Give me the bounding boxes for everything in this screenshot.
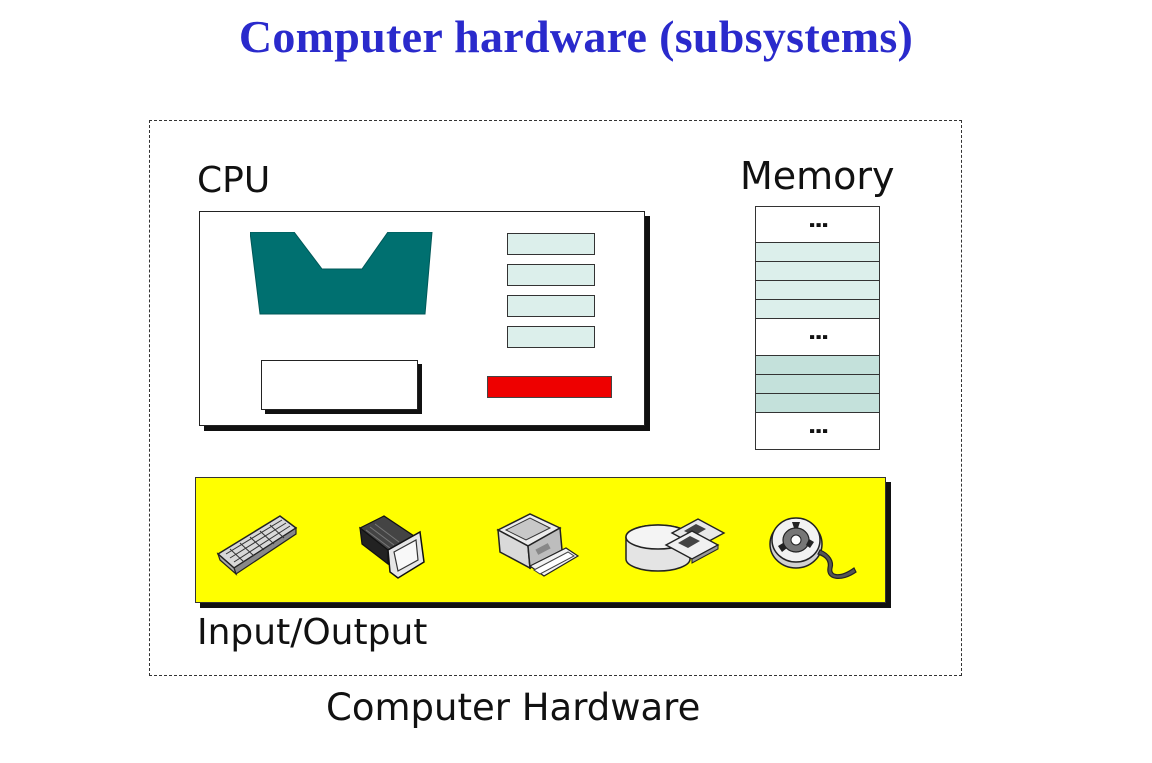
slide-title: Computer hardware (subsystems) (238, 11, 914, 62)
memory-ellipsis: ⋮ (755, 319, 880, 356)
input-output-label: Input/Output (197, 612, 428, 653)
keyboard-icon (216, 515, 298, 576)
instruction-register-bar (487, 376, 612, 398)
memory-cell (755, 300, 880, 319)
alu-shape (250, 232, 433, 315)
cpu-label: CPU (197, 160, 271, 201)
computer-hardware-caption: Computer Hardware (326, 686, 701, 729)
computer-hardware-frame (149, 120, 962, 676)
cpu-register (507, 326, 595, 348)
memory-cell (755, 281, 880, 300)
control-unit-box (261, 360, 418, 410)
memory-cell (755, 394, 880, 413)
tape-reel-icon (769, 517, 857, 579)
cpu-register (507, 264, 595, 286)
memory-cell (755, 262, 880, 281)
memory-cell (755, 243, 880, 262)
io-box (195, 477, 886, 603)
memory-ellipsis: ⋮ (755, 413, 880, 450)
memory-cell (755, 375, 880, 394)
monitor-icon (358, 515, 425, 579)
cpu-register (507, 233, 595, 255)
memory-stack: ⋮ ⋮ ⋮ (755, 206, 880, 450)
memory-label: Memory (740, 154, 895, 198)
memory-ellipsis: ⋮ (755, 206, 880, 243)
disk-icon (625, 518, 726, 572)
printer-icon (496, 513, 580, 577)
cpu-register (507, 295, 595, 317)
memory-cell (755, 356, 880, 375)
